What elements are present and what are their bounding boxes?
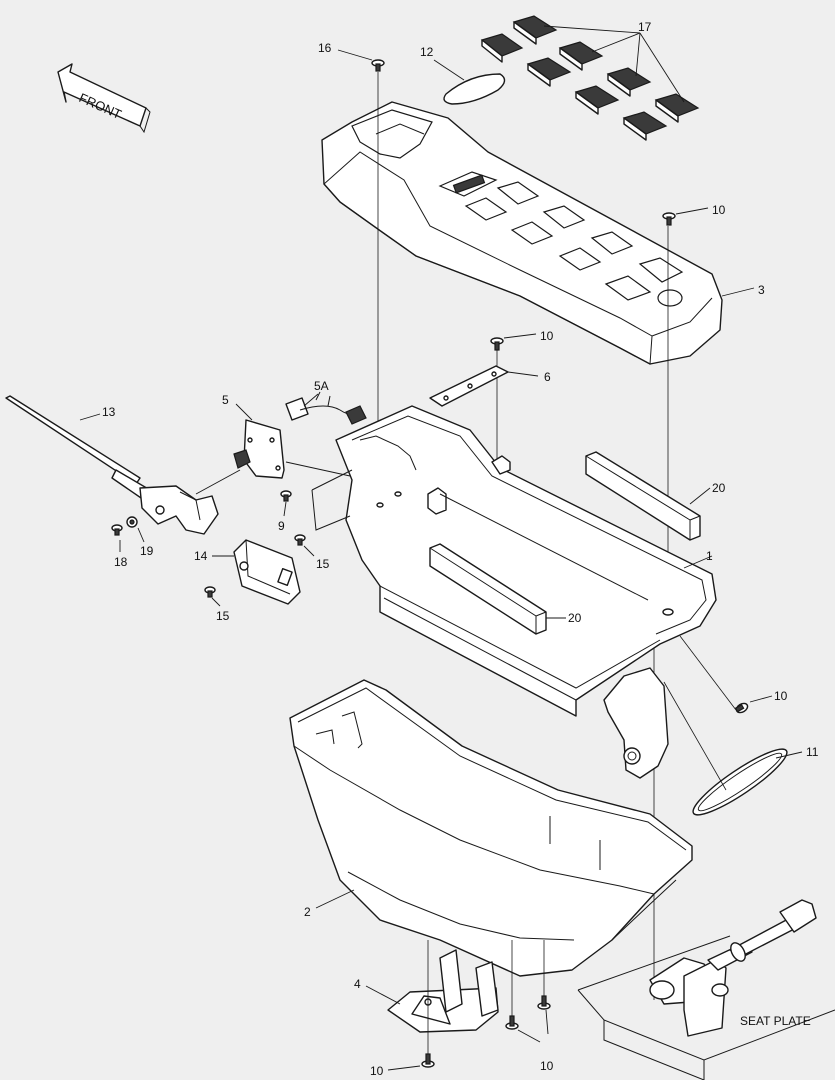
cap-plugs [480,15,700,141]
callout-1: 1 [706,549,713,563]
callout-17: 17 [638,20,652,34]
screw-16 [337,49,385,72]
screw-10-bottom-a [387,940,435,1071]
callout-4: 4 [354,977,361,991]
callout-14: 14 [194,549,208,563]
lower-housing [289,679,693,977]
foam-strip-upper [585,451,711,541]
callout-19: 19 [140,544,154,558]
switch-plate [212,539,301,605]
seat-plate [577,899,835,1080]
callout-10-top: 10 [712,203,726,217]
screw-10-bottom-c [537,940,551,1035]
screw-15-upper [294,534,315,557]
seat-plate-label: SEAT PLATE [740,1014,811,1028]
callout-12: 12 [420,45,434,59]
callout-6: 6 [544,370,551,384]
foam-strip-lower [429,543,566,635]
screw-10-mid [490,333,537,460]
bracket-plate [429,365,539,407]
callout-15-lower: 15 [216,609,230,623]
screw-10-bottom-b [505,940,541,1043]
callout-10-mid: 10 [540,329,554,343]
screw-10-top [662,207,709,226]
callout-5a: 5A [314,379,329,393]
seal-ring [663,681,803,816]
mount-bracket [365,949,499,1033]
callout-20-upper: 20 [712,481,726,495]
screw-18 [111,524,123,552]
callout-2: 2 [304,905,311,919]
callout-3: 3 [758,283,765,297]
callout-18: 18 [114,555,128,569]
callout-10-bottom-right: 10 [540,1059,554,1073]
switch-assembly [195,391,367,495]
console-cover [321,101,755,365]
callout-10-lower: 10 [774,689,788,703]
callout-16: 16 [318,41,332,55]
callout-9: 9 [278,519,285,533]
lever-arm [5,395,219,535]
front-arrow: FRONT [57,63,151,134]
screw-10-lower [679,635,773,714]
callout-20-lower: 20 [568,611,582,625]
screw-9 [280,469,353,531]
washer-19 [126,516,145,543]
callout-10-bottom-left: 10 [370,1064,384,1078]
screw-15-lower [204,586,221,607]
console-base [335,405,717,779]
callout-11: 11 [806,745,819,759]
callout-13: 13 [102,405,116,419]
callout-15-upper: 15 [316,557,330,571]
pad-part [443,73,506,105]
callout-5: 5 [222,393,229,407]
